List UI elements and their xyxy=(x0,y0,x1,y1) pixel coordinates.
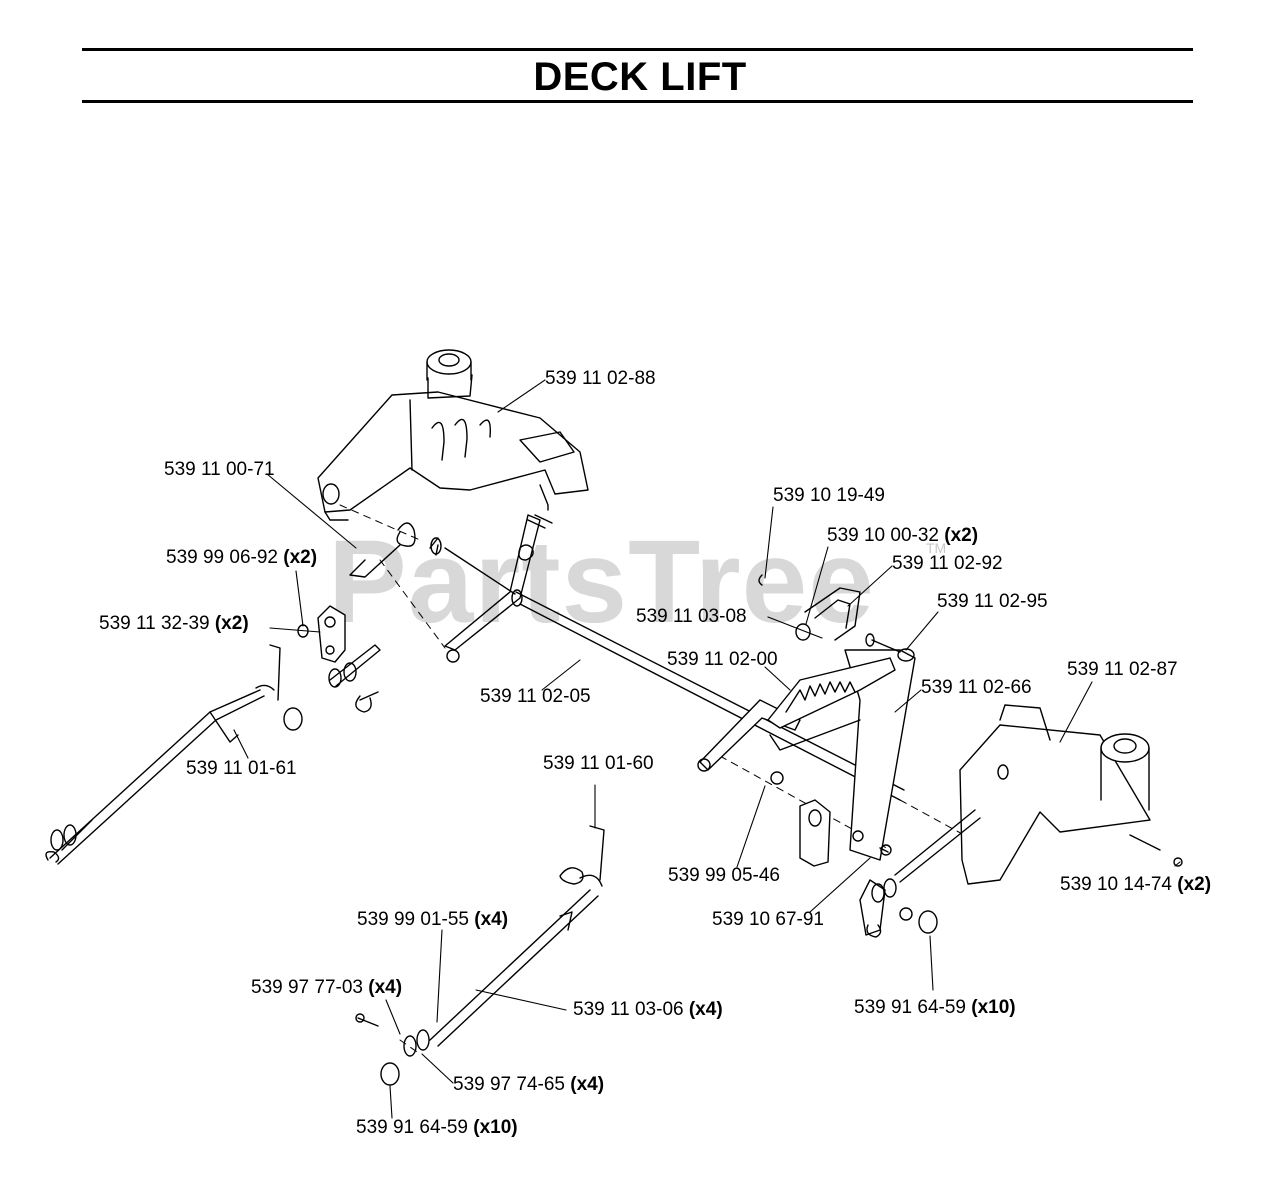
callout-539-91-64-59-right: 539 91 64-59 (x10) xyxy=(854,997,1016,1018)
callout-539-11-03-06: 539 11 03-06 (x4) xyxy=(573,999,723,1020)
callout-539-11-02-00: 539 11 02-00 xyxy=(667,649,778,670)
callout-539-11-01-61: 539 11 01-61 xyxy=(186,758,297,779)
header-rule-bottom xyxy=(82,100,1193,103)
lower-rod xyxy=(355,825,605,1086)
left-lift-arm xyxy=(349,514,553,663)
callout-539-11-02-88: 539 11 02-88 xyxy=(545,368,656,389)
left-clevis xyxy=(328,644,381,713)
watermark: PartsTree xyxy=(328,516,875,648)
watermark-trademark: TM xyxy=(926,540,947,556)
page-title: DECK LIFT xyxy=(533,55,747,99)
callout-539-10-14-74: 539 10 14-74 (x2) xyxy=(1060,874,1212,895)
callout-539-10-19-49: 539 10 19-49 xyxy=(773,485,885,506)
callout-539-11-01-60: 539 11 01-60 xyxy=(543,753,654,774)
callout-539-10-00-32: 539 10 00-32 (x2) xyxy=(827,525,979,546)
callout-539-11-02-66: 539 11 02-66 xyxy=(921,677,1032,698)
right-rod xyxy=(770,771,981,938)
callout-539-11-02-05: 539 11 02-05 xyxy=(480,686,591,707)
height-selector-plate xyxy=(758,574,901,751)
callout-539-97-74-65: 539 97 74-65 (x4) xyxy=(453,1074,605,1095)
right-deck-bracket xyxy=(959,704,1183,885)
left-deck-bracket xyxy=(317,349,589,521)
header-rule-top xyxy=(82,48,1193,51)
callout-539-11-02-87: 539 11 02-87 xyxy=(1067,659,1178,680)
callout-539-10-67-91: 539 10 67-91 xyxy=(712,909,824,930)
callout-539-99-06-92: 539 99 06-92 (x2) xyxy=(166,547,318,568)
callout-539-11-02-95: 539 11 02-95 xyxy=(937,591,1048,612)
callout-539-97-77-03: 539 97 77-03 (x4) xyxy=(251,977,403,998)
callout-539-11-03-08: 539 11 03-08 xyxy=(636,606,747,627)
callout-539-11-02-92: 539 11 02-92 xyxy=(892,553,1003,574)
callout-539-99-05-46: 539 99 05-46 xyxy=(668,865,780,886)
callout-539-99-01-55: 539 99 01-55 (x4) xyxy=(357,909,509,930)
left-rod xyxy=(45,644,303,865)
callout-539-91-64-59-bottom: 539 91 64-59 (x10) xyxy=(356,1117,518,1138)
lift-shaft xyxy=(429,537,905,801)
callout-539-11-32-39: 539 11 32-39 (x2) xyxy=(99,613,249,634)
callout-539-11-00-71: 539 11 00-71 xyxy=(164,459,275,480)
left-bracket-plate xyxy=(297,605,346,663)
